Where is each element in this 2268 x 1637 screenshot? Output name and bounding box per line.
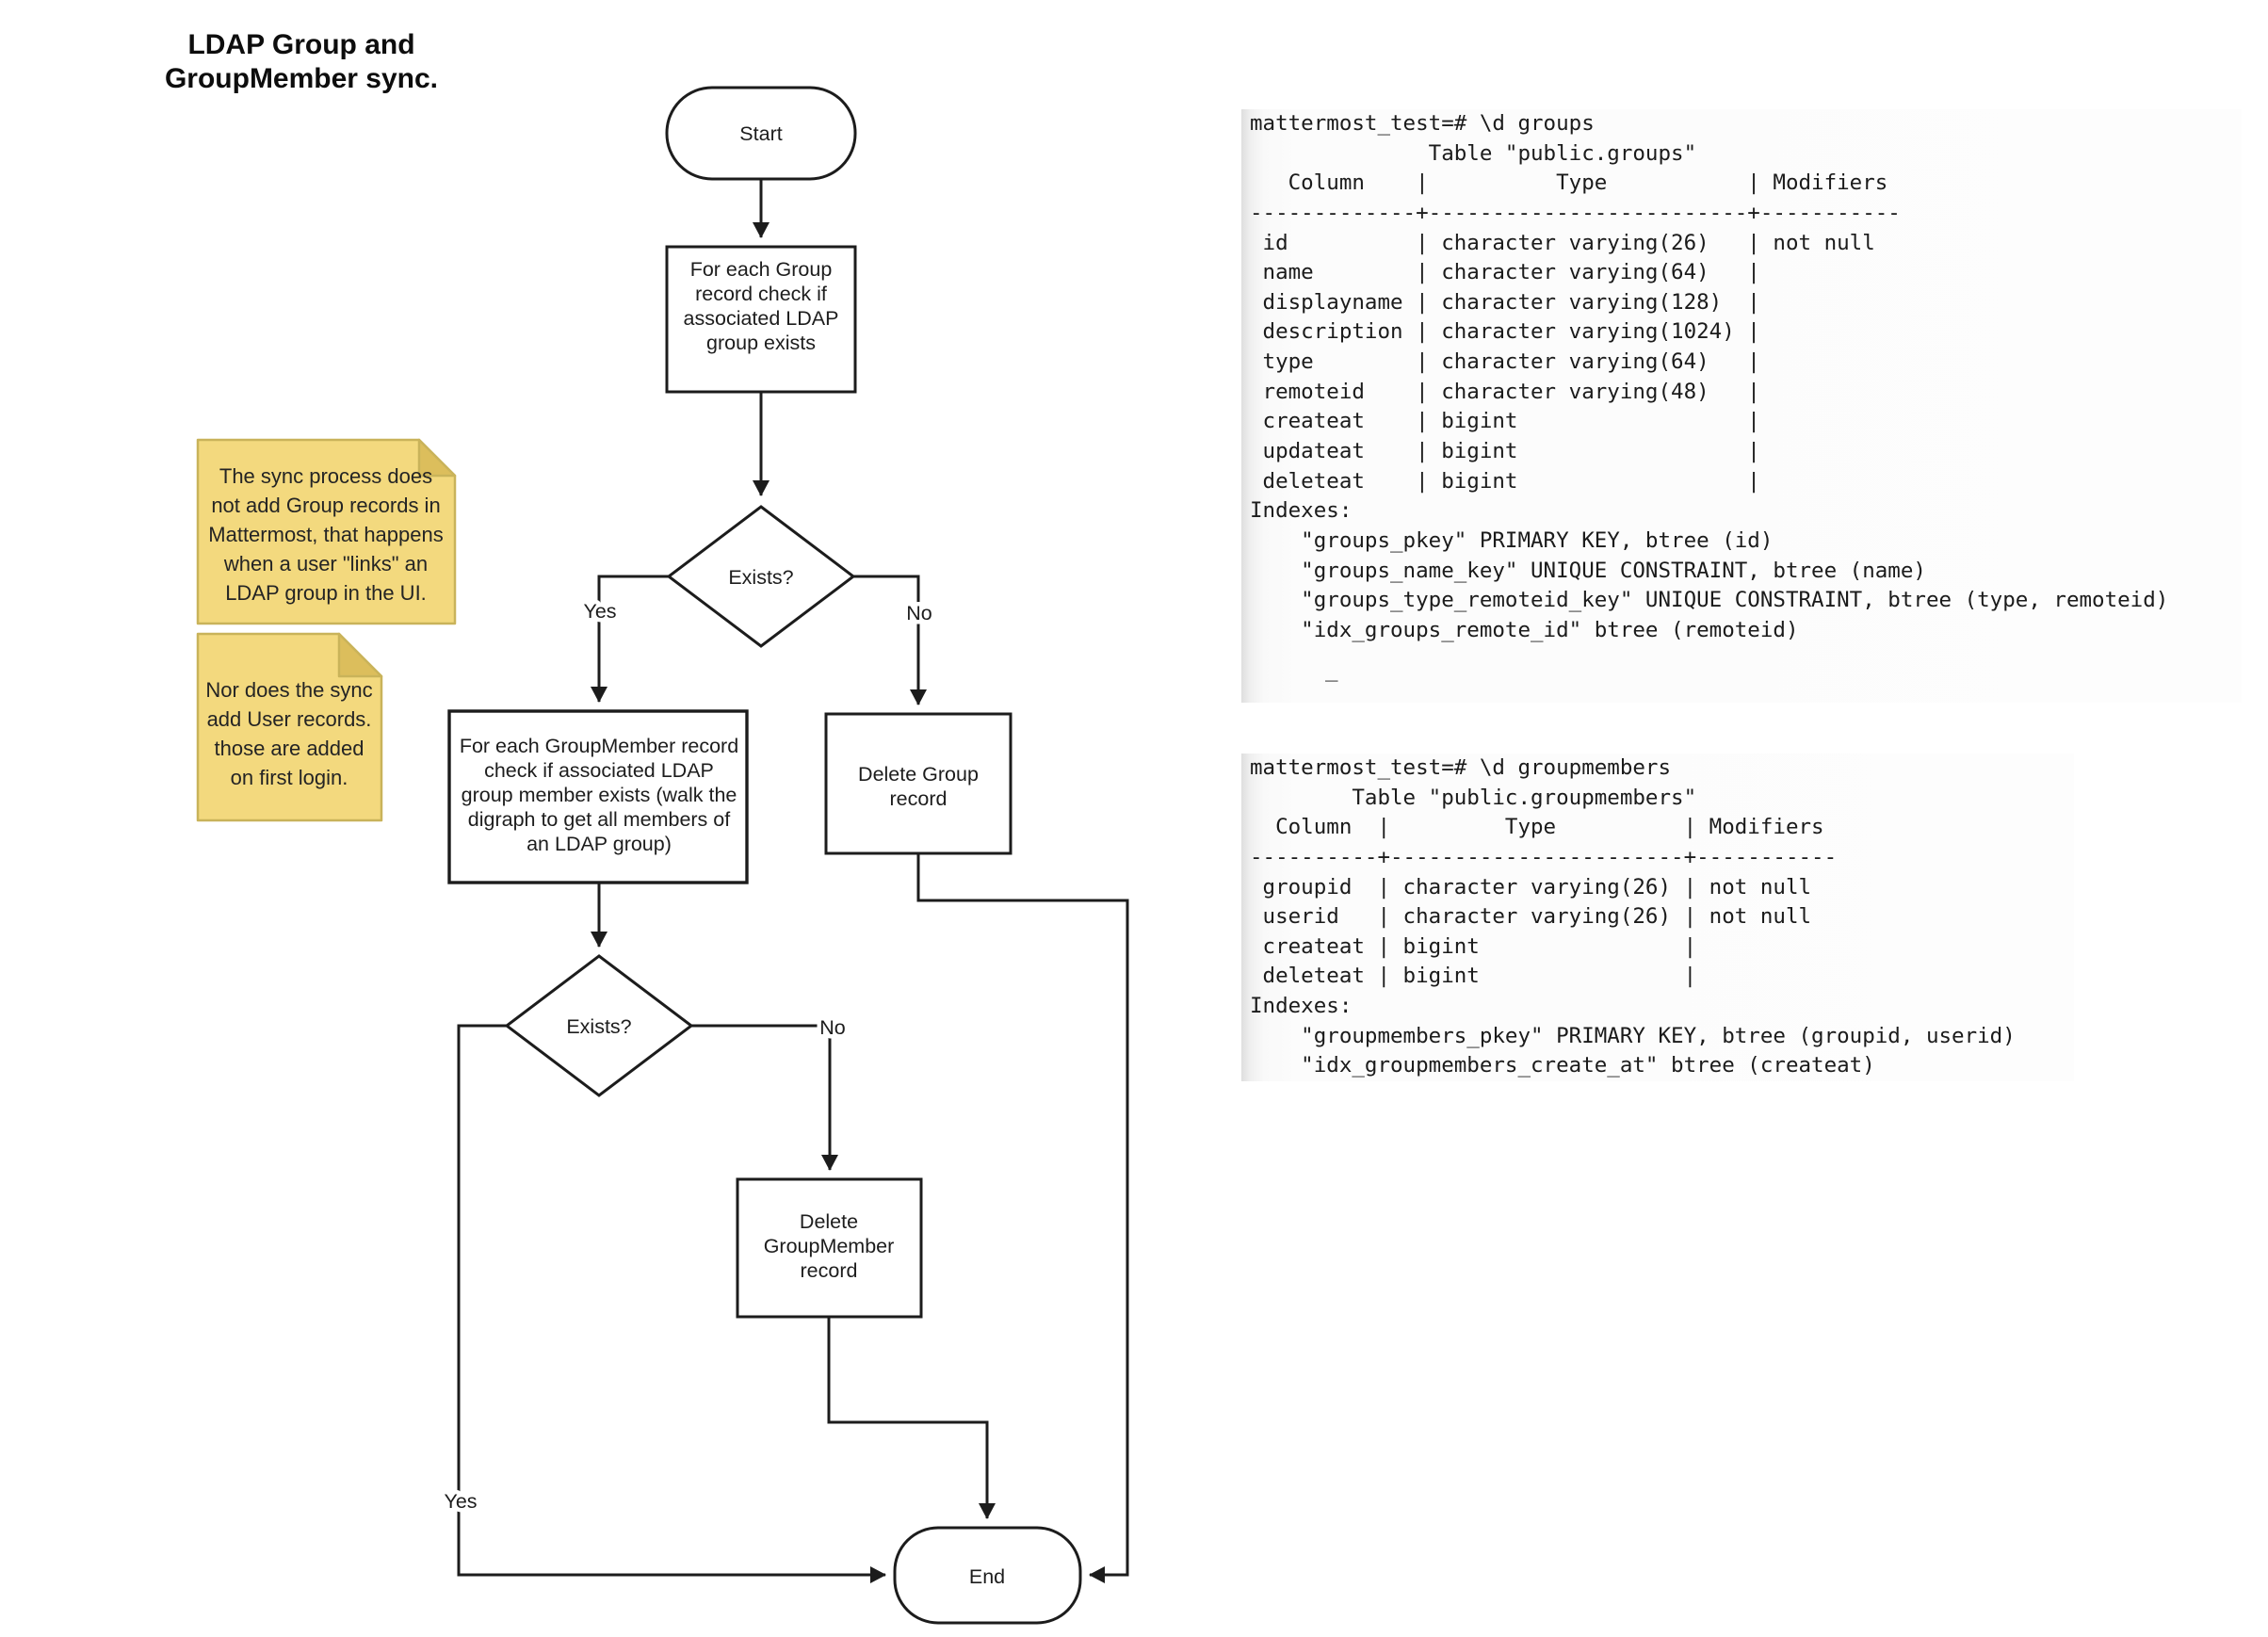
diagram-title-line1: LDAP Group and (187, 29, 415, 60)
exists-groupmember-decision: Exists? (504, 954, 694, 1097)
yes2-label: Yes (444, 1490, 477, 1513)
end-node-shape (893, 1526, 1082, 1625)
delete-groupmember-node: Delete GroupMember record (736, 1177, 923, 1319)
sticky-note-user-records: Nor does the sync add User records. thos… (196, 632, 383, 822)
terminal-line: "groups_pkey" PRIMARY KEY, btree (id) (1250, 527, 1774, 553)
sticky-note-line: not add Group records in (211, 494, 440, 517)
check-groupmember-node-shape (447, 709, 749, 884)
check-group-node-shape (665, 245, 857, 394)
delete-groupmember-line: record (801, 1259, 858, 1282)
diagram-title: LDAP Group and GroupMember sync. (104, 28, 499, 96)
terminal-line: Table "public.groupmembers" (1250, 785, 1697, 810)
terminal-groups-table: mattermost_test=# \d groups Table "publi… (1241, 109, 2242, 703)
no1-label: No (906, 602, 932, 624)
end-node: End (893, 1526, 1082, 1625)
sticky-note-body (196, 632, 383, 822)
start-node-shape (665, 86, 857, 181)
terminal-line: "groupmembers_pkey" PRIMARY KEY, btree (… (1250, 1023, 2016, 1048)
check-groupmember-line: an LDAP group) (526, 833, 672, 855)
sticky-note-line: LDAP group in the UI. (225, 581, 427, 605)
terminal-line: Table "public.groups" (1250, 140, 1697, 166)
delete-groupmember-node-shape (736, 1177, 923, 1319)
diagram-title-line2: GroupMember sync. (164, 63, 439, 94)
terminal-cursor: _ (1325, 657, 1338, 682)
edge-exists-yes-to-check-groupmember (591, 575, 669, 703)
sticky-note-line: add User records. (207, 707, 372, 731)
sticky-note-line: Mattermost, that happens (208, 523, 443, 546)
check-groupmember-line: group member exists (walk the (462, 784, 737, 806)
edge-exists2-yes-to-end (457, 1024, 886, 1583)
delete-group-line: Delete Group (858, 763, 979, 786)
terminal-line: Column | Type | Modifiers (1250, 170, 1888, 196)
no2-label: No (819, 1016, 846, 1039)
terminal-line: createat | bigint | (1250, 933, 1697, 959)
terminal-line: mattermost_test=# \d groupmembers (1250, 755, 1672, 780)
check-groupmember-line: For each GroupMember record (460, 735, 738, 757)
delete-group-node-shape (824, 712, 1012, 855)
terminal-line: Indexes: (1250, 994, 1353, 1019)
terminal-line: mattermost_test=# \d groups (1250, 111, 1595, 136)
delete-groupmember-line: GroupMember (764, 1235, 895, 1257)
delete-group-line: record (890, 787, 948, 810)
edge-delete-group-to-end (916, 853, 1129, 1583)
terminal-line: deleteat | bigint | (1250, 964, 1697, 989)
check-group-node: For each Group record check if associate… (665, 245, 857, 394)
check-group-line: group exists (706, 332, 816, 354)
exists-groupmember-label: Exists? (566, 1015, 631, 1038)
terminal-line: groupid | character varying(26) | not nu… (1250, 874, 1812, 900)
yes1-label: Yes (583, 600, 616, 623)
terminal-line: name | character varying(64) | (1250, 260, 1760, 285)
flowchart-edges (457, 179, 1129, 1583)
terminal-line: createat | bigint | (1250, 409, 1760, 434)
delete-group-node: Delete Group record (824, 712, 1012, 855)
check-groupmember-line: digraph to get all members of (468, 808, 730, 831)
terminal-line: deleteat | bigint | (1250, 468, 1760, 494)
sticky-note-line: Nor does the sync (205, 678, 372, 702)
terminal-line: "idx_groupmembers_create_at" btree (crea… (1250, 1053, 1875, 1078)
terminal-line: Column | Type | Modifiers (1250, 815, 1824, 840)
terminal-line: -------------+-------------------------+… (1250, 200, 1901, 225)
check-group-line: For each Group (690, 258, 833, 281)
terminal-line: Indexes: (1250, 498, 1353, 524)
terminal-line: "groups_name_key" UNIQUE CONSTRAINT, btr… (1250, 558, 1926, 583)
check-groupmember-line: check if associated LDAP (484, 759, 714, 782)
exists-group-label: Exists? (728, 566, 793, 589)
exists-group-shape (666, 505, 856, 648)
terminal-line: userid | character varying(26) | not nul… (1250, 904, 1812, 930)
edge-exists2-no-to-delete-groupmember (691, 1024, 838, 1171)
sticky-note-line: The sync process does (219, 464, 432, 488)
delete-groupmember-line: Delete (800, 1210, 858, 1233)
terminal-line: ----------+-----------------------+-----… (1250, 844, 1838, 869)
terminal-line: updateat | bigint | (1250, 439, 1760, 464)
terminal-groupmembers-table: mattermost_test=# \d groupmembers Table … (1241, 754, 2074, 1081)
sticky-note-line: on first login. (231, 766, 348, 789)
check-groupmember-node: For each GroupMember record check if ass… (447, 709, 749, 884)
sticky-note-fold-corner (417, 438, 457, 478)
end-node-label: End (969, 1565, 1005, 1588)
sticky-note-group-records: The sync process does not add Group reco… (196, 438, 457, 625)
sticky-note-line: when a user "links" an (223, 552, 428, 575)
check-group-line: record check if (695, 283, 827, 305)
exists-group-decision: Exists? (666, 505, 856, 648)
edge-delete-groupmember-to-end (827, 1317, 996, 1519)
sticky-note-body (196, 438, 457, 625)
terminal-line: "groups_type_remoteid_key" UNIQUE CONSTR… (1250, 588, 2169, 613)
terminal-line: id | character varying(26) | not null (1250, 230, 1875, 255)
check-group-line: associated LDAP (684, 307, 839, 330)
terminal-line: displayname | character varying(128) | (1250, 289, 1760, 315)
edge-exists-no-to-delete-group (853, 575, 927, 705)
sticky-note-fold-corner (337, 632, 383, 678)
terminal-line: "idx_groups_remote_id" btree (remoteid) (1250, 617, 1799, 642)
sticky-note-line: those are added (214, 737, 364, 760)
start-node: Start (665, 86, 857, 181)
exists-groupmember-shape (504, 954, 694, 1097)
start-node-label: Start (739, 122, 782, 145)
terminal-line: description | character varying(1024) | (1250, 319, 1760, 345)
terminal-line: remoteid | character varying(48) | (1250, 379, 1760, 404)
terminal-line: type | character varying(64) | (1250, 349, 1760, 375)
